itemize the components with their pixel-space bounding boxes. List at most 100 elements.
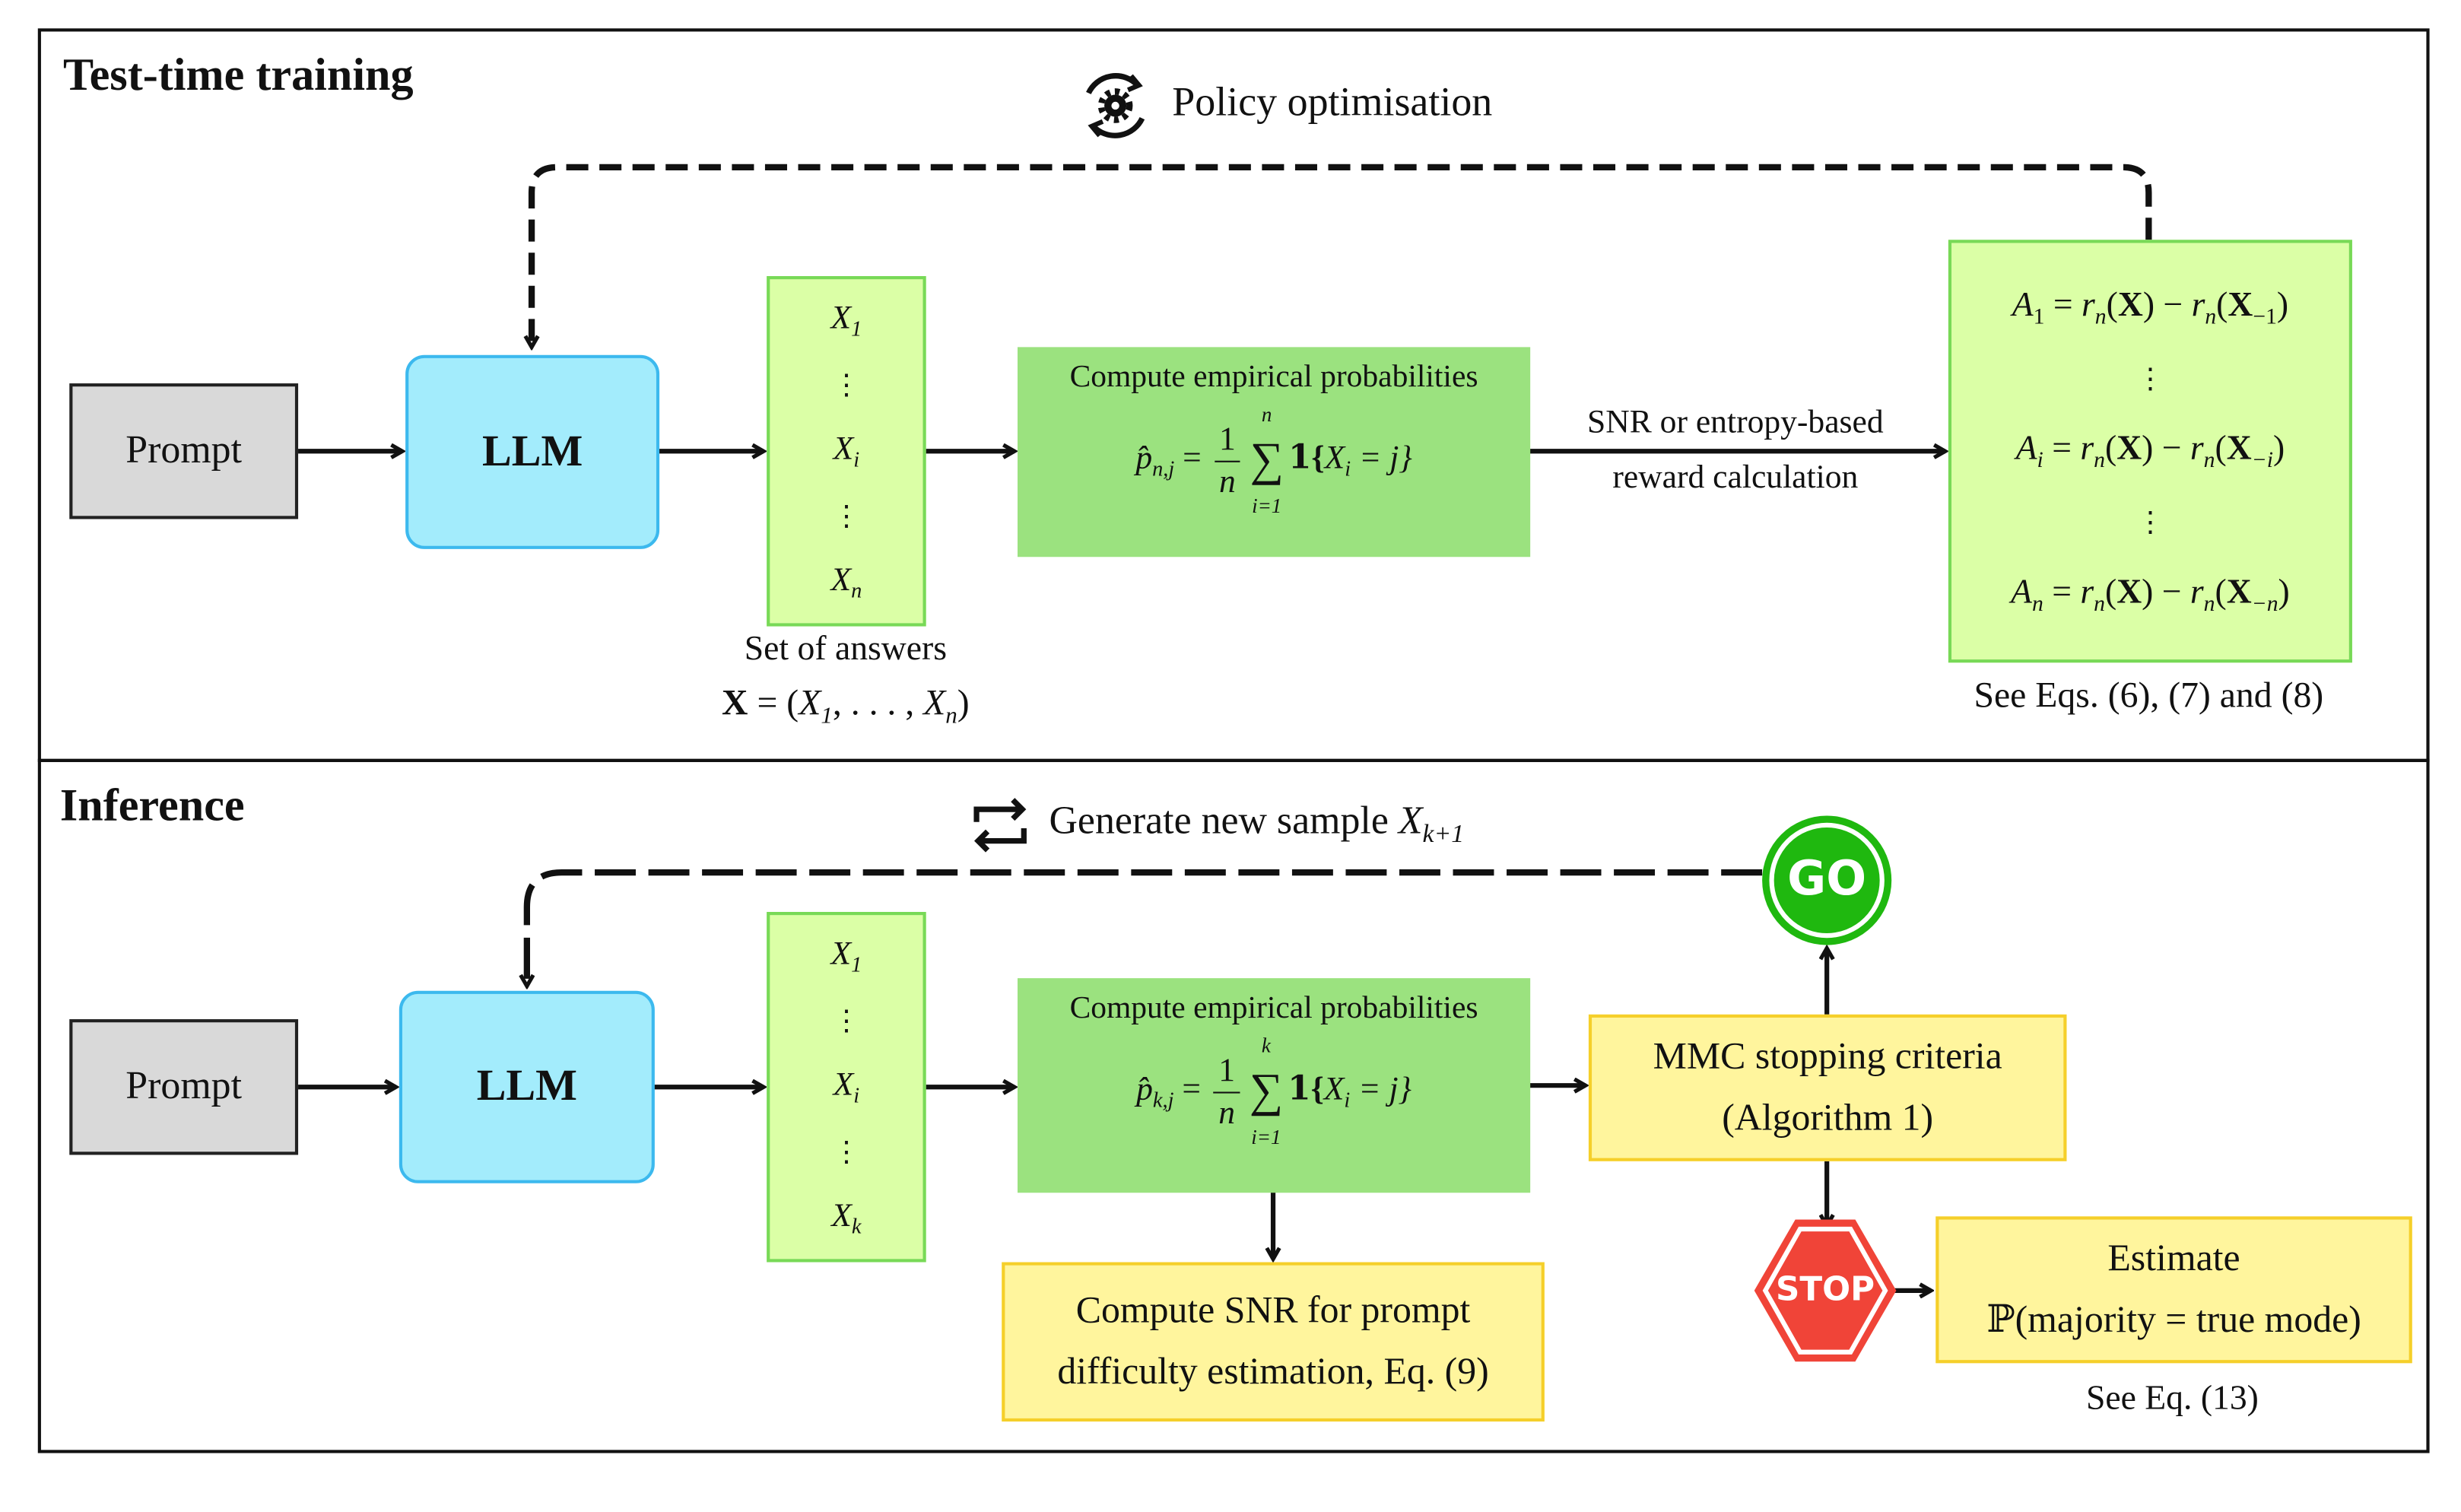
advantages-box: A1 = rn(X) − rn(X−1)⋮Ai = rn(X) − rn(X−i… (1948, 240, 2352, 663)
vertical-dots: ⋮ (832, 369, 861, 402)
math-token: A (2012, 283, 2034, 323)
math-token: ) − (2142, 283, 2192, 323)
llm-box-inference: LLM (399, 990, 655, 1183)
loop-policy-dashed (532, 164, 2152, 347)
answer-item: X1 (830, 934, 862, 977)
answer-item: Xi (833, 1065, 860, 1107)
math-token: = ( (748, 683, 799, 723)
math-token: −i (2251, 448, 2273, 474)
prompt-box-inference: Prompt (69, 1019, 299, 1155)
vertical-dots: ⋮ (832, 1005, 861, 1037)
answers-set-formula: X = (X1, . . . , Xn) (656, 683, 1035, 731)
math-token: r (2191, 283, 2205, 323)
math-token: ) (957, 683, 970, 723)
llm-box-training: LLM (405, 354, 660, 549)
policy-optimisation-label: Policy optimisation (1172, 78, 1493, 125)
math-token: X (2226, 571, 2252, 611)
math-token: X (2116, 427, 2142, 467)
math-token: ) − (2142, 427, 2190, 467)
llm-label: LLM (481, 427, 583, 476)
math-token: X (799, 683, 821, 723)
math-token: ( (2104, 571, 2117, 611)
vertical-dots: ⋮ (2136, 507, 2165, 539)
compute-probabilities-box-inference: Compute empirical probabilities p̂k,j = 1… (1017, 978, 1531, 1193)
math-token: ) (2278, 571, 2290, 611)
answer-item: Xk (831, 1196, 862, 1238)
generate-sample-label: Generate new sample Xk+1 (1049, 799, 1465, 849)
prompt-label: Prompt (125, 429, 243, 472)
repeat-icon (973, 798, 1027, 853)
compute-probabilities-box-training: Compute empirical probabilities p̂n,j = 1… (1017, 347, 1531, 557)
math-token: ( (2106, 283, 2118, 323)
compute-title: Compute empirical probabilities (1069, 359, 1478, 395)
mmc-stopping-box: MMC stopping criteria(Algorithm 1) (1588, 1014, 2067, 1161)
vertical-dots: ⋮ (832, 1136, 861, 1168)
compute-title: Compute empirical probabilities (1069, 990, 1478, 1026)
math-token: = (2044, 283, 2082, 323)
math-token: r (2080, 427, 2094, 467)
answer-item: Xi (833, 429, 860, 472)
advantage-formula: Ai = rn(X) − rn(X−i) (2016, 427, 2285, 475)
advantage-formula: A1 = rn(X) − rn(X−1) (2012, 284, 2288, 331)
math-token: = (2043, 571, 2081, 611)
math-token: r (2189, 427, 2204, 467)
math-token: n (2205, 303, 2217, 329)
math-token: n (2094, 303, 2107, 329)
math-token: , . . . , (832, 683, 924, 723)
math-token: ) (2276, 283, 2289, 323)
math-token: n (2203, 448, 2215, 474)
math-token: r (2082, 283, 2095, 323)
edge-label-reward: reward calculation (1612, 457, 1859, 496)
math-token: −n (2251, 592, 2278, 618)
math-token: −1 (2253, 303, 2277, 329)
math-token: r (2189, 571, 2204, 611)
stop-sign-icon (1754, 1219, 1897, 1362)
vertical-dots: ⋮ (832, 500, 861, 532)
math-token: ( (2215, 571, 2227, 611)
answers-box-inference: X1 ⋮ Xi ⋮ Xk (767, 912, 926, 1263)
inference-title: Inference (59, 780, 245, 832)
answer-item: Xn (830, 560, 862, 602)
math-token: ) (2272, 427, 2285, 467)
inference-panel (37, 758, 2430, 1453)
prompt-label: Prompt (125, 1065, 243, 1108)
go-sign-icon (1762, 815, 1892, 945)
math-token: X (2116, 571, 2142, 611)
math-token: n (945, 704, 957, 729)
math-token: X (923, 683, 946, 723)
math-token: X (2228, 283, 2253, 323)
math-token: i (2037, 448, 2043, 474)
math-token: n (2031, 592, 2043, 618)
math-token: X (722, 683, 748, 723)
math-token: n (2203, 592, 2215, 618)
math-token: r (2080, 571, 2094, 611)
math-token: ) − (2142, 571, 2190, 611)
gear-refresh-icon (1086, 73, 1145, 138)
math-token: 1 (821, 704, 833, 729)
math-token: ( (2104, 427, 2117, 467)
answers-caption: Set of answers (744, 627, 947, 668)
llm-label: LLM (476, 1062, 578, 1111)
advantage-formula: An = rn(X) − rn(X−n) (2011, 571, 2290, 618)
math-token: ( (2216, 283, 2228, 323)
go-label: GO (1787, 852, 1867, 907)
edge-label-snr: SNR or entropy-based (1587, 402, 1884, 440)
math-token: X (2226, 427, 2252, 467)
math-token: X (2117, 283, 2143, 323)
answers-box-training: X1⋮Xi⋮Xn (767, 276, 926, 627)
advantages-caption: See Eqs. (6), (7) and (8) (1974, 675, 2324, 715)
training-title: Test-time training (62, 50, 414, 101)
math-token: 1 (2033, 303, 2045, 329)
math-token: A (2011, 571, 2032, 611)
estimate-caption: See Eq. (13) (2086, 1377, 2259, 1417)
prompt-box-training: Prompt (69, 383, 299, 519)
loop-generate-dashed (527, 869, 1763, 986)
math-token: ( (2215, 427, 2227, 467)
vertical-dots: ⋮ (2136, 363, 2165, 395)
math-token: n (2094, 592, 2105, 618)
